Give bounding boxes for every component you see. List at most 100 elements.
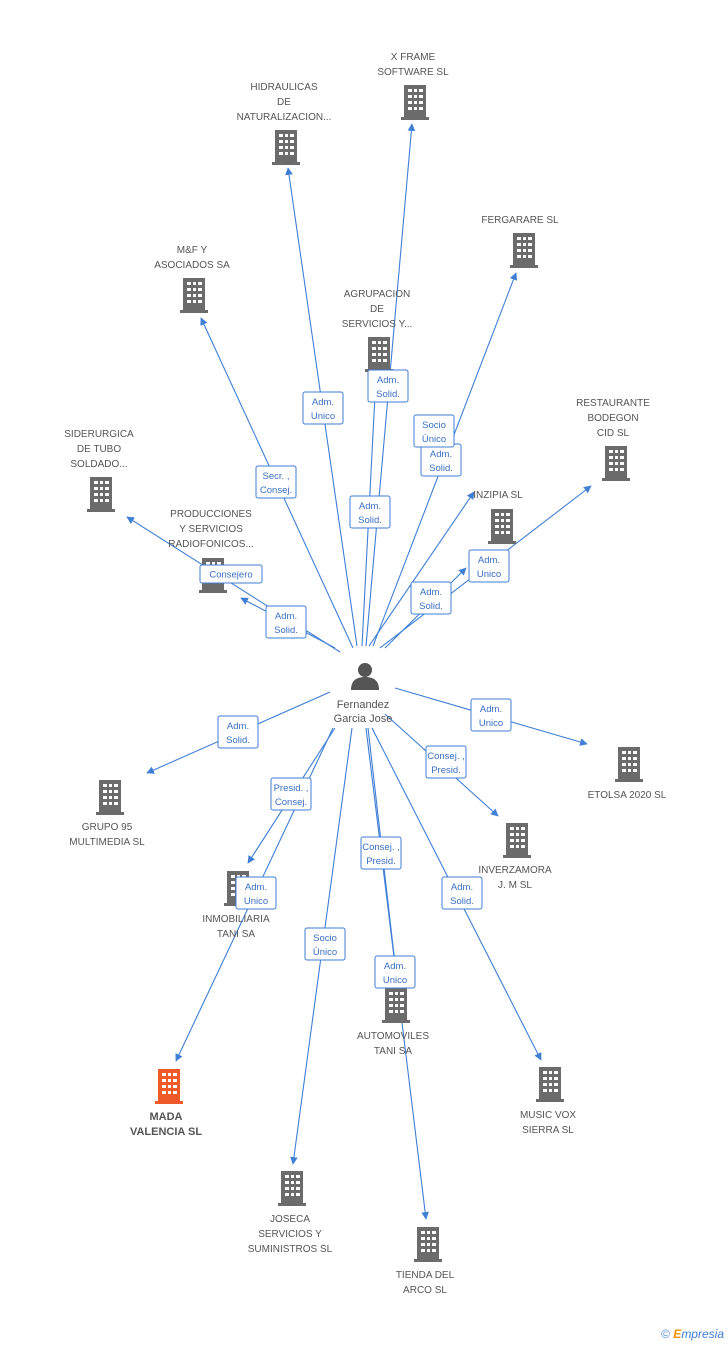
edge-label-etolsa[interactable]: Adm.Unico xyxy=(470,698,512,732)
company-label: TIENDA DEL xyxy=(396,1270,455,1281)
edge-label-siderurgica[interactable]: Consejero xyxy=(199,564,263,584)
company-label: INMOBILIARIA xyxy=(202,914,270,925)
company-node-inzipia[interactable]: INZIPIA SL xyxy=(473,490,523,544)
edge-label-box xyxy=(255,465,297,499)
edge-label-text: Adm. xyxy=(377,375,399,386)
edge-siderurgica xyxy=(126,516,341,653)
building-icon xyxy=(536,1067,564,1102)
edge-label-inverzamora[interactable]: Consej. ,Presid. xyxy=(425,745,467,779)
edge-label-xframe[interactable]: Adm.Solid. xyxy=(367,369,409,403)
edge-label-hidraulicas[interactable]: Adm.Unico xyxy=(302,391,344,425)
company-node-etolsa[interactable]: ETOLSA 2020 SL xyxy=(588,747,667,801)
edge-label-box xyxy=(410,581,452,615)
edge-label-text: Consej. xyxy=(260,485,292,496)
company-node-fergarare[interactable]: FERGARARE SL xyxy=(481,215,559,268)
edge-label-box xyxy=(217,715,259,749)
center-person[interactable]: Fernandez Garcia Jose xyxy=(334,663,393,725)
company-label: INZIPIA SL xyxy=(473,490,523,501)
edge-inzipia xyxy=(368,491,475,647)
edge-label-text: Presid. xyxy=(366,856,396,867)
edge-label-producciones[interactable]: Adm.Solid. xyxy=(265,605,307,639)
brand-logo-text: mpresia xyxy=(681,1327,724,1341)
edge-label-mada[interactable]: Adm.Unico xyxy=(235,876,277,910)
edge-label-restaurante[interactable]: Adm.Unico xyxy=(468,549,510,583)
edge-label-text: Adm. xyxy=(227,721,249,732)
edge-label-box xyxy=(470,698,512,732)
person-name-line-1: Fernandez xyxy=(337,699,390,711)
edge-label-automoviles[interactable]: Consej. , Presid. xyxy=(360,836,402,870)
edge-label-mf[interactable]: Secr. ,Consej. xyxy=(255,465,297,499)
company-label: MADA xyxy=(150,1111,183,1123)
building-icon xyxy=(602,446,630,481)
edge-label-agrupacion[interactable]: Adm.Solid. xyxy=(349,495,391,529)
building-icon xyxy=(87,477,115,512)
company-label: SIDERURGICA xyxy=(64,429,134,440)
edge-label-tienda[interactable]: Adm.Unico xyxy=(374,955,416,989)
edge-label-text: Solid. xyxy=(358,515,382,526)
company-label: SERVICIOS Y xyxy=(258,1229,322,1240)
edge-label-text: Consej. , xyxy=(362,842,400,853)
edge-label-text: Unico xyxy=(244,896,268,907)
edge-label-box xyxy=(235,876,277,910)
company-label: TANI SA xyxy=(374,1046,412,1057)
edge-label-fergarare[interactable]: Adm.Solid. xyxy=(420,443,462,477)
edge-label-musicvox[interactable]: Adm.Solid. xyxy=(441,876,483,910)
company-label: SOFTWARE SL xyxy=(377,67,449,78)
company-label: RESTAURANTE xyxy=(576,398,650,409)
edge-label-text: Adm. xyxy=(451,882,473,893)
edge-label-grupo95[interactable]: Adm.Solid. xyxy=(217,715,259,749)
building-icon xyxy=(503,823,531,858)
edge-label-box xyxy=(374,955,416,989)
edge-label-box xyxy=(270,777,312,811)
company-node-hidraulicas[interactable]: HIDRAULICASDENATURALIZACION... xyxy=(237,82,332,165)
edge-label-text: Consejero xyxy=(209,570,252,581)
edge-label-inzipia2[interactable]: Adm.Solid. xyxy=(410,581,452,615)
edge-label-text: Solid. xyxy=(429,463,453,474)
edge-label-text: Unico xyxy=(383,975,407,986)
company-label: ASOCIADOS SA xyxy=(154,260,230,271)
company-label: M&F Y xyxy=(177,245,208,256)
building-icon xyxy=(180,278,208,313)
company-label: HIDRAULICAS xyxy=(250,82,318,93)
edge-label-box xyxy=(468,549,510,583)
building-icon xyxy=(488,509,516,544)
building-icon xyxy=(278,1171,306,1206)
edge-label-text: Adm. xyxy=(420,587,442,598)
company-label: SUMINISTROS SL xyxy=(248,1244,333,1255)
edge-label-text: Presid. xyxy=(431,765,461,776)
edge-label-text: Único xyxy=(422,434,446,445)
company-label: MULTIMEDIA SL xyxy=(69,837,145,848)
edge-label-box xyxy=(425,745,467,779)
person-name-line-2: Garcia Jose xyxy=(334,713,393,725)
footer-brand[interactable]: © Empresia xyxy=(661,1327,724,1341)
edge-label-text: Unico xyxy=(311,411,335,422)
brand-logo-e: E xyxy=(673,1327,682,1341)
edge-label-text: Consej. xyxy=(275,797,307,808)
edge-label-text: Socio xyxy=(422,420,446,431)
edge-label-inmobiliaria[interactable]: Presid. ,Consej. xyxy=(270,777,312,811)
company-label: J. M SL xyxy=(498,880,532,891)
building-icon xyxy=(414,1227,442,1262)
edge-label-box xyxy=(199,564,263,584)
edge-label-text: Socio xyxy=(313,933,337,944)
company-node-tienda[interactable]: TIENDA DEL ARCO SL xyxy=(396,1227,455,1296)
edge-label-box xyxy=(265,605,307,639)
company-label: ARCO SL xyxy=(403,1285,447,1296)
company-node-mf[interactable]: M&F Y ASOCIADOS SA xyxy=(154,245,230,313)
edge-label-box xyxy=(441,876,483,910)
